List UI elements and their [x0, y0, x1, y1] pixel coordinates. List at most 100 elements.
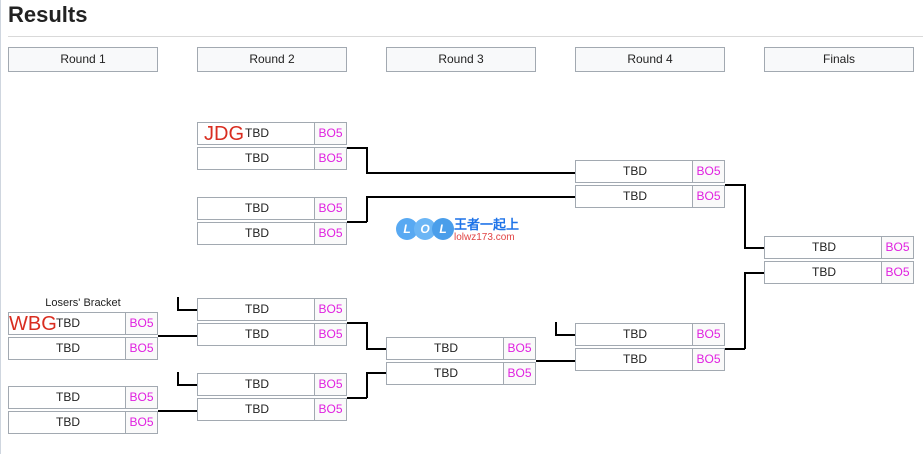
watermark-letter: L — [432, 218, 454, 240]
match-score: BO5 — [314, 223, 346, 244]
connector-line — [366, 372, 368, 398]
match-score: BO5 — [314, 399, 346, 420]
connector-line — [366, 348, 387, 350]
match-score: BO5 — [314, 324, 346, 345]
team-name: TBD — [245, 226, 269, 240]
match-score: BO5 — [314, 123, 346, 144]
connector-line — [555, 334, 576, 336]
connector-line — [177, 372, 179, 385]
team-slot[interactable]: TBD BO5 — [197, 323, 347, 346]
team-slot[interactable]: TBD BO5 — [8, 337, 158, 360]
team-slot[interactable]: TBD BO5 — [197, 298, 347, 321]
connector-line — [725, 348, 745, 350]
team-slot[interactable]: TBD BO5 — [197, 373, 347, 396]
connector-line — [366, 147, 368, 173]
match-score: BO5 — [314, 374, 346, 395]
team-name: TBD — [245, 402, 269, 416]
watermark-text: 王者一起上 — [454, 217, 520, 232]
team-slot[interactable]: TBD BO5 — [197, 222, 347, 245]
team-name: TBD — [245, 327, 269, 341]
team-slot[interactable]: TBD BO5 — [575, 323, 725, 346]
site-watermark: L O L 王者一起上 lolwz173.com — [396, 212, 526, 248]
connector-line — [744, 272, 765, 274]
connector-line — [366, 196, 368, 222]
match-round2-lower-b: TBD BO5 TBD BO5 — [197, 373, 347, 423]
match-score: BO5 — [314, 299, 346, 320]
connector-line — [366, 196, 576, 198]
match-score: BO5 — [125, 338, 157, 359]
team-slot[interactable]: TBD BO5 — [764, 261, 914, 284]
team-slot[interactable]: TBD BO5 — [197, 122, 347, 145]
page-left-border — [0, 0, 1, 454]
connector-line — [177, 297, 179, 310]
match-score: BO5 — [692, 349, 724, 370]
watermark-letter: L — [396, 218, 418, 240]
team-name: TBD — [56, 390, 80, 404]
team-name: TBD — [434, 366, 458, 380]
connector-line — [347, 322, 367, 324]
jdg-overlay-label: JDG — [204, 123, 244, 145]
connector-line — [744, 272, 746, 349]
connector-line — [744, 184, 746, 248]
match-score: BO5 — [125, 313, 157, 334]
team-name: TBD — [812, 240, 836, 254]
round-header-1: Round 1 — [8, 47, 158, 72]
team-name: TBD — [434, 341, 458, 355]
team-slot[interactable]: TBD BO5 — [575, 348, 725, 371]
connector-line — [555, 322, 557, 335]
connector-line — [347, 221, 367, 223]
match-round4-lower: TBD BO5 TBD BO5 — [575, 323, 725, 373]
connector-line — [177, 384, 198, 386]
team-name: TBD — [245, 126, 269, 140]
team-name: TBD — [245, 302, 269, 316]
match-score: BO5 — [881, 262, 913, 283]
team-name: TBD — [245, 377, 269, 391]
team-slot[interactable]: TBD BO5 — [8, 386, 158, 409]
losers-bracket-label: Losers' Bracket — [45, 297, 121, 309]
match-score: BO5 — [125, 387, 157, 408]
team-slot[interactable]: TBD BO5 — [764, 236, 914, 259]
round-header-2: Round 2 — [197, 47, 347, 72]
team-name: TBD — [812, 265, 836, 279]
team-slot[interactable]: TBD BO5 — [197, 147, 347, 170]
team-slot[interactable]: TBD BO5 — [197, 398, 347, 421]
connector-line — [347, 397, 367, 399]
team-slot[interactable]: TBD BO5 — [8, 312, 158, 335]
round-header-3: Round 3 — [386, 47, 536, 72]
team-name: TBD — [623, 189, 647, 203]
connector-line — [725, 184, 745, 186]
match-finals: TBD BO5 TBD BO5 — [764, 236, 914, 286]
team-name: TBD — [245, 201, 269, 215]
team-name: TBD — [245, 151, 269, 165]
team-name: TBD — [56, 316, 80, 330]
team-name: TBD — [623, 327, 647, 341]
connector-line — [177, 309, 198, 311]
match-round1-a: TBD BO5 TBD BO5 — [8, 312, 158, 362]
match-score: BO5 — [692, 324, 724, 345]
connector-line — [366, 172, 576, 174]
team-name: TBD — [56, 341, 80, 355]
team-name: TBD — [623, 164, 647, 178]
connector-line — [536, 360, 576, 362]
page-title: Results — [8, 2, 88, 27]
round-header-4: Round 4 — [575, 47, 725, 72]
connector-line — [366, 322, 368, 349]
connector-line — [744, 247, 765, 249]
watermark-letter: O — [414, 218, 436, 240]
match-score: BO5 — [881, 237, 913, 258]
match-score: BO5 — [314, 148, 346, 169]
title-divider — [8, 36, 923, 37]
wbg-overlay-label: WBG — [9, 313, 57, 335]
team-name: TBD — [623, 352, 647, 366]
team-name: TBD — [56, 415, 80, 429]
